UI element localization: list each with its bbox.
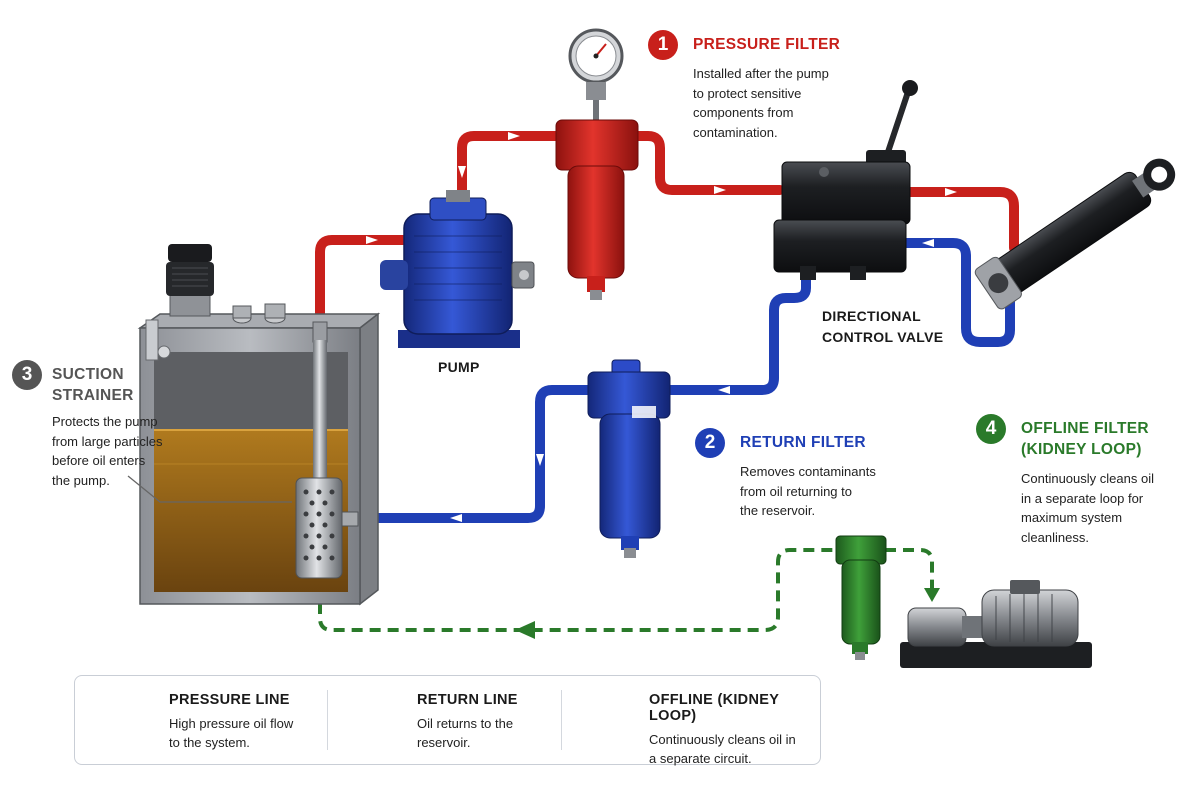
- offline-filter: [835, 535, 887, 660]
- legend-pressure-title: PRESSURE LINE: [169, 692, 290, 708]
- return-line-filter-to-tank: [350, 385, 595, 523]
- legend-return-description: Oil returns to the reservoir.: [417, 716, 514, 750]
- offline-arrow-down: [924, 588, 940, 602]
- legend-pressure-description: High pressure oil flow to the system.: [169, 716, 294, 750]
- legend-divider: [327, 690, 328, 750]
- badge-offline-filter: 4: [976, 414, 1006, 444]
- return-filter: [587, 359, 671, 558]
- breather-cap: [166, 244, 214, 317]
- suction-strainer-title: SUCTION STRAINER: [52, 366, 134, 404]
- legend-return-title: RETURN LINE: [417, 692, 518, 708]
- badge-return-filter: 2: [695, 428, 725, 458]
- suction-strainer: [295, 477, 359, 579]
- offline-filter-title: OFFLINE FILTER (KIDNEY LOOP): [1021, 420, 1149, 458]
- offline-loop-line-to-motor: [885, 548, 934, 598]
- pressure-line-tank-to-pump: [315, 235, 410, 340]
- pump: [380, 190, 535, 348]
- suction-strainer-description: Protects the pump from large particles b…: [52, 414, 163, 488]
- pressure-filter-title: PRESSURE FILTER: [693, 36, 841, 53]
- legend-item-offline: OFFLINE (KIDNEY LOOP) Continuously clean…: [649, 692, 820, 768]
- hydraulic-cylinder: [974, 158, 1176, 310]
- badge-pressure-filter: 1: [648, 30, 678, 60]
- pressure-line-pump-to-filter: [457, 131, 563, 205]
- suction-pipe: [313, 340, 327, 480]
- pressure-filter: [555, 28, 639, 300]
- offline-loop-line: [318, 548, 835, 632]
- pressure-line-filter-to-valve: [625, 131, 785, 195]
- pressure-filter-description: Installed after the pump to protect sens…: [693, 66, 829, 140]
- pump-label: PUMP: [438, 359, 480, 375]
- return-line-cylinder-to-valve: [900, 238, 1015, 347]
- return-line-valve-to-filter: [663, 267, 811, 395]
- badge-suction-strainer: 3: [12, 360, 42, 390]
- return-filter-description: Removes contaminants from oil returning …: [740, 464, 876, 518]
- legend-divider: [561, 690, 562, 750]
- legend-offline-title: OFFLINE (KIDNEY LOOP): [649, 692, 779, 724]
- flow-arrows: [366, 132, 957, 522]
- offline-arrow-left: [515, 621, 535, 639]
- legend-item-pressure: PRESSURE LINE High pressure oil flow to …: [169, 692, 293, 752]
- directional-valve-label: DIRECTIONAL CONTROL VALVE: [822, 308, 944, 345]
- legend: PRESSURE LINE High pressure oil flow to …: [74, 675, 821, 768]
- legend-item-return: RETURN LINE Oil returns to the reservoir…: [417, 692, 518, 752]
- motor-pump-unit: [900, 580, 1092, 668]
- offline-filter-description: Continuously cleans oil in a separate lo…: [1021, 471, 1154, 545]
- tank-ports: [232, 303, 328, 343]
- return-filter-title: RETURN FILTER: [740, 434, 866, 451]
- pressure-line-valve-to-cylinder: [905, 187, 1019, 253]
- directional-control-valve: [773, 80, 918, 280]
- suction-strainer-leader: [127, 475, 292, 503]
- legend-offline-description: Continuously cleans oil in a separate ci…: [649, 732, 796, 766]
